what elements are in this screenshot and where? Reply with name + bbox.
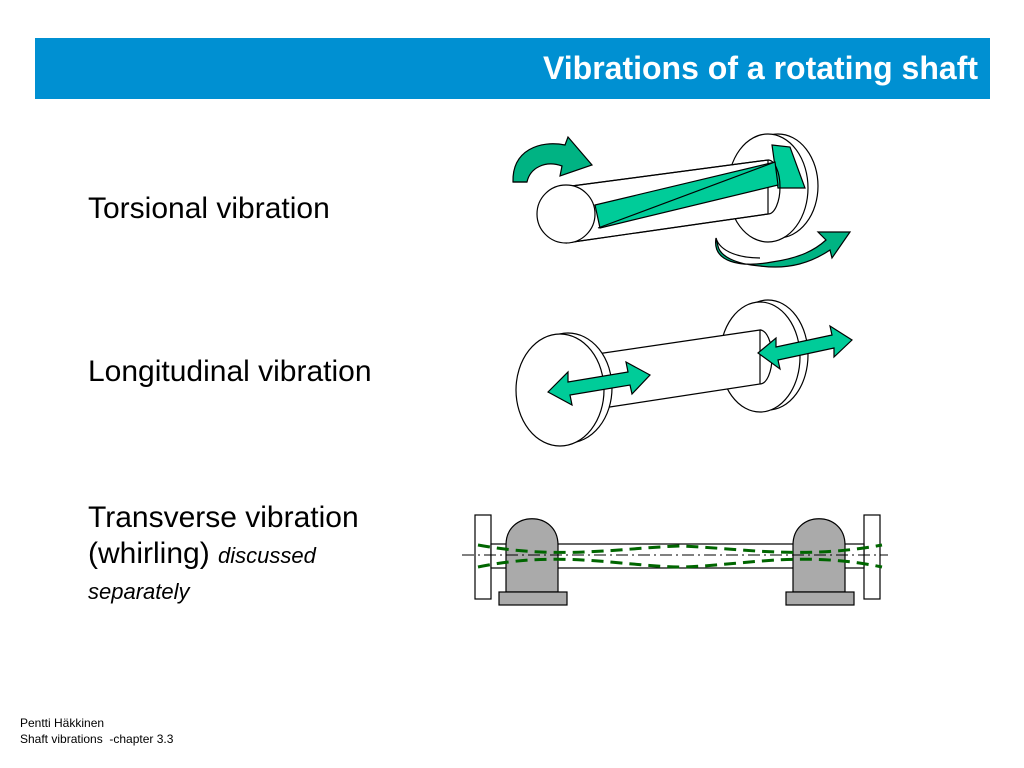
transverse-right-bearing-base	[785, 591, 855, 606]
torsional-rotation-arrow-bottom	[715, 231, 852, 268]
transverse-left-collar	[474, 514, 492, 600]
longitudinal-axial-arrow-left	[547, 360, 651, 407]
longitudinal-axial-arrow-right	[757, 324, 853, 371]
transverse-whirl-curve-lower	[477, 557, 883, 569]
whirling-text: (whirling)	[88, 537, 210, 570]
torsional-shaft-bottom-edge	[565, 213, 769, 244]
longitudinal-shaft-figure	[515, 299, 853, 447]
transverse-label-line2: (whirling) discussed	[88, 536, 359, 574]
slide-title: Vibrations of a rotating shaft	[543, 50, 978, 86]
separately-note: separately	[88, 579, 190, 604]
torsional-rotation-arrow-top	[512, 135, 594, 183]
footer-author: Pentti Häkkinen	[20, 716, 105, 730]
transverse-label: Transverse vibration (whirling) discusse…	[88, 500, 359, 610]
transverse-left-bearing-base	[498, 591, 568, 606]
footer-chapter: Shaft vibrations -chapter 3.3	[20, 732, 174, 746]
torsional-shaft-end	[536, 184, 596, 244]
longitudinal-label: Longitudinal vibration	[88, 355, 372, 388]
torsional-rotation-arrow-bottom-inner	[715, 237, 761, 259]
torsional-shaft-figure	[512, 133, 852, 268]
title-bar: Vibrations of a rotating shaft	[35, 38, 990, 99]
transverse-whirl-curve-upper	[477, 543, 883, 554]
transverse-shaft-figure	[462, 514, 888, 606]
transverse-right-collar	[863, 514, 881, 600]
torsional-label: Torsional vibration	[88, 192, 330, 225]
torsional-shaft-top-edge	[563, 159, 769, 188]
torsional-twist-line	[597, 161, 776, 229]
footer: Pentti Häkkinen Shaft vibrations -chapte…	[20, 715, 173, 747]
transverse-label-line1: Transverse vibration	[88, 501, 359, 534]
discussed-note: discussed	[218, 543, 316, 568]
